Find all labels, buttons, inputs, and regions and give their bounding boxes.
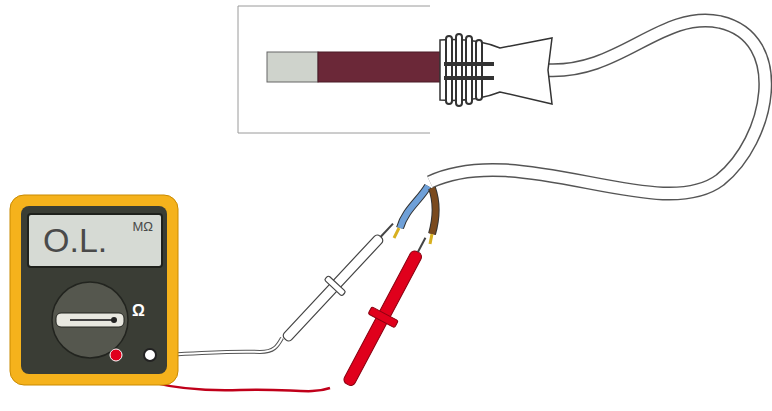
com-jack <box>144 349 156 361</box>
brown-wire <box>432 188 436 234</box>
rotary-dial <box>52 282 128 358</box>
dial-pointer <box>70 319 112 321</box>
plug-pin-sleeve <box>318 52 442 82</box>
cable <box>430 21 765 194</box>
blue-wire-outline <box>400 186 428 228</box>
meter-case <box>10 195 178 385</box>
brown-wire-outline <box>432 188 436 234</box>
plug-groove <box>444 76 494 80</box>
red-probe <box>334 231 438 392</box>
red-jack <box>110 349 122 361</box>
dial-knob <box>56 313 124 327</box>
meter-panel <box>21 206 167 374</box>
plug-ridges <box>446 34 482 106</box>
plug-pin-tip <box>267 52 318 82</box>
copper-strand <box>394 228 399 238</box>
plug-groove <box>444 62 494 66</box>
cable-outline <box>430 21 765 194</box>
copper-strand <box>430 234 432 244</box>
lcd-display: O.L. MΩ <box>27 213 163 268</box>
blue-wire <box>400 186 428 228</box>
display-reading: O.L. <box>43 223 107 257</box>
unit-label: MΩ <box>132 220 153 233</box>
dial-dot <box>111 317 117 323</box>
range-symbol: Ω <box>132 302 145 320</box>
